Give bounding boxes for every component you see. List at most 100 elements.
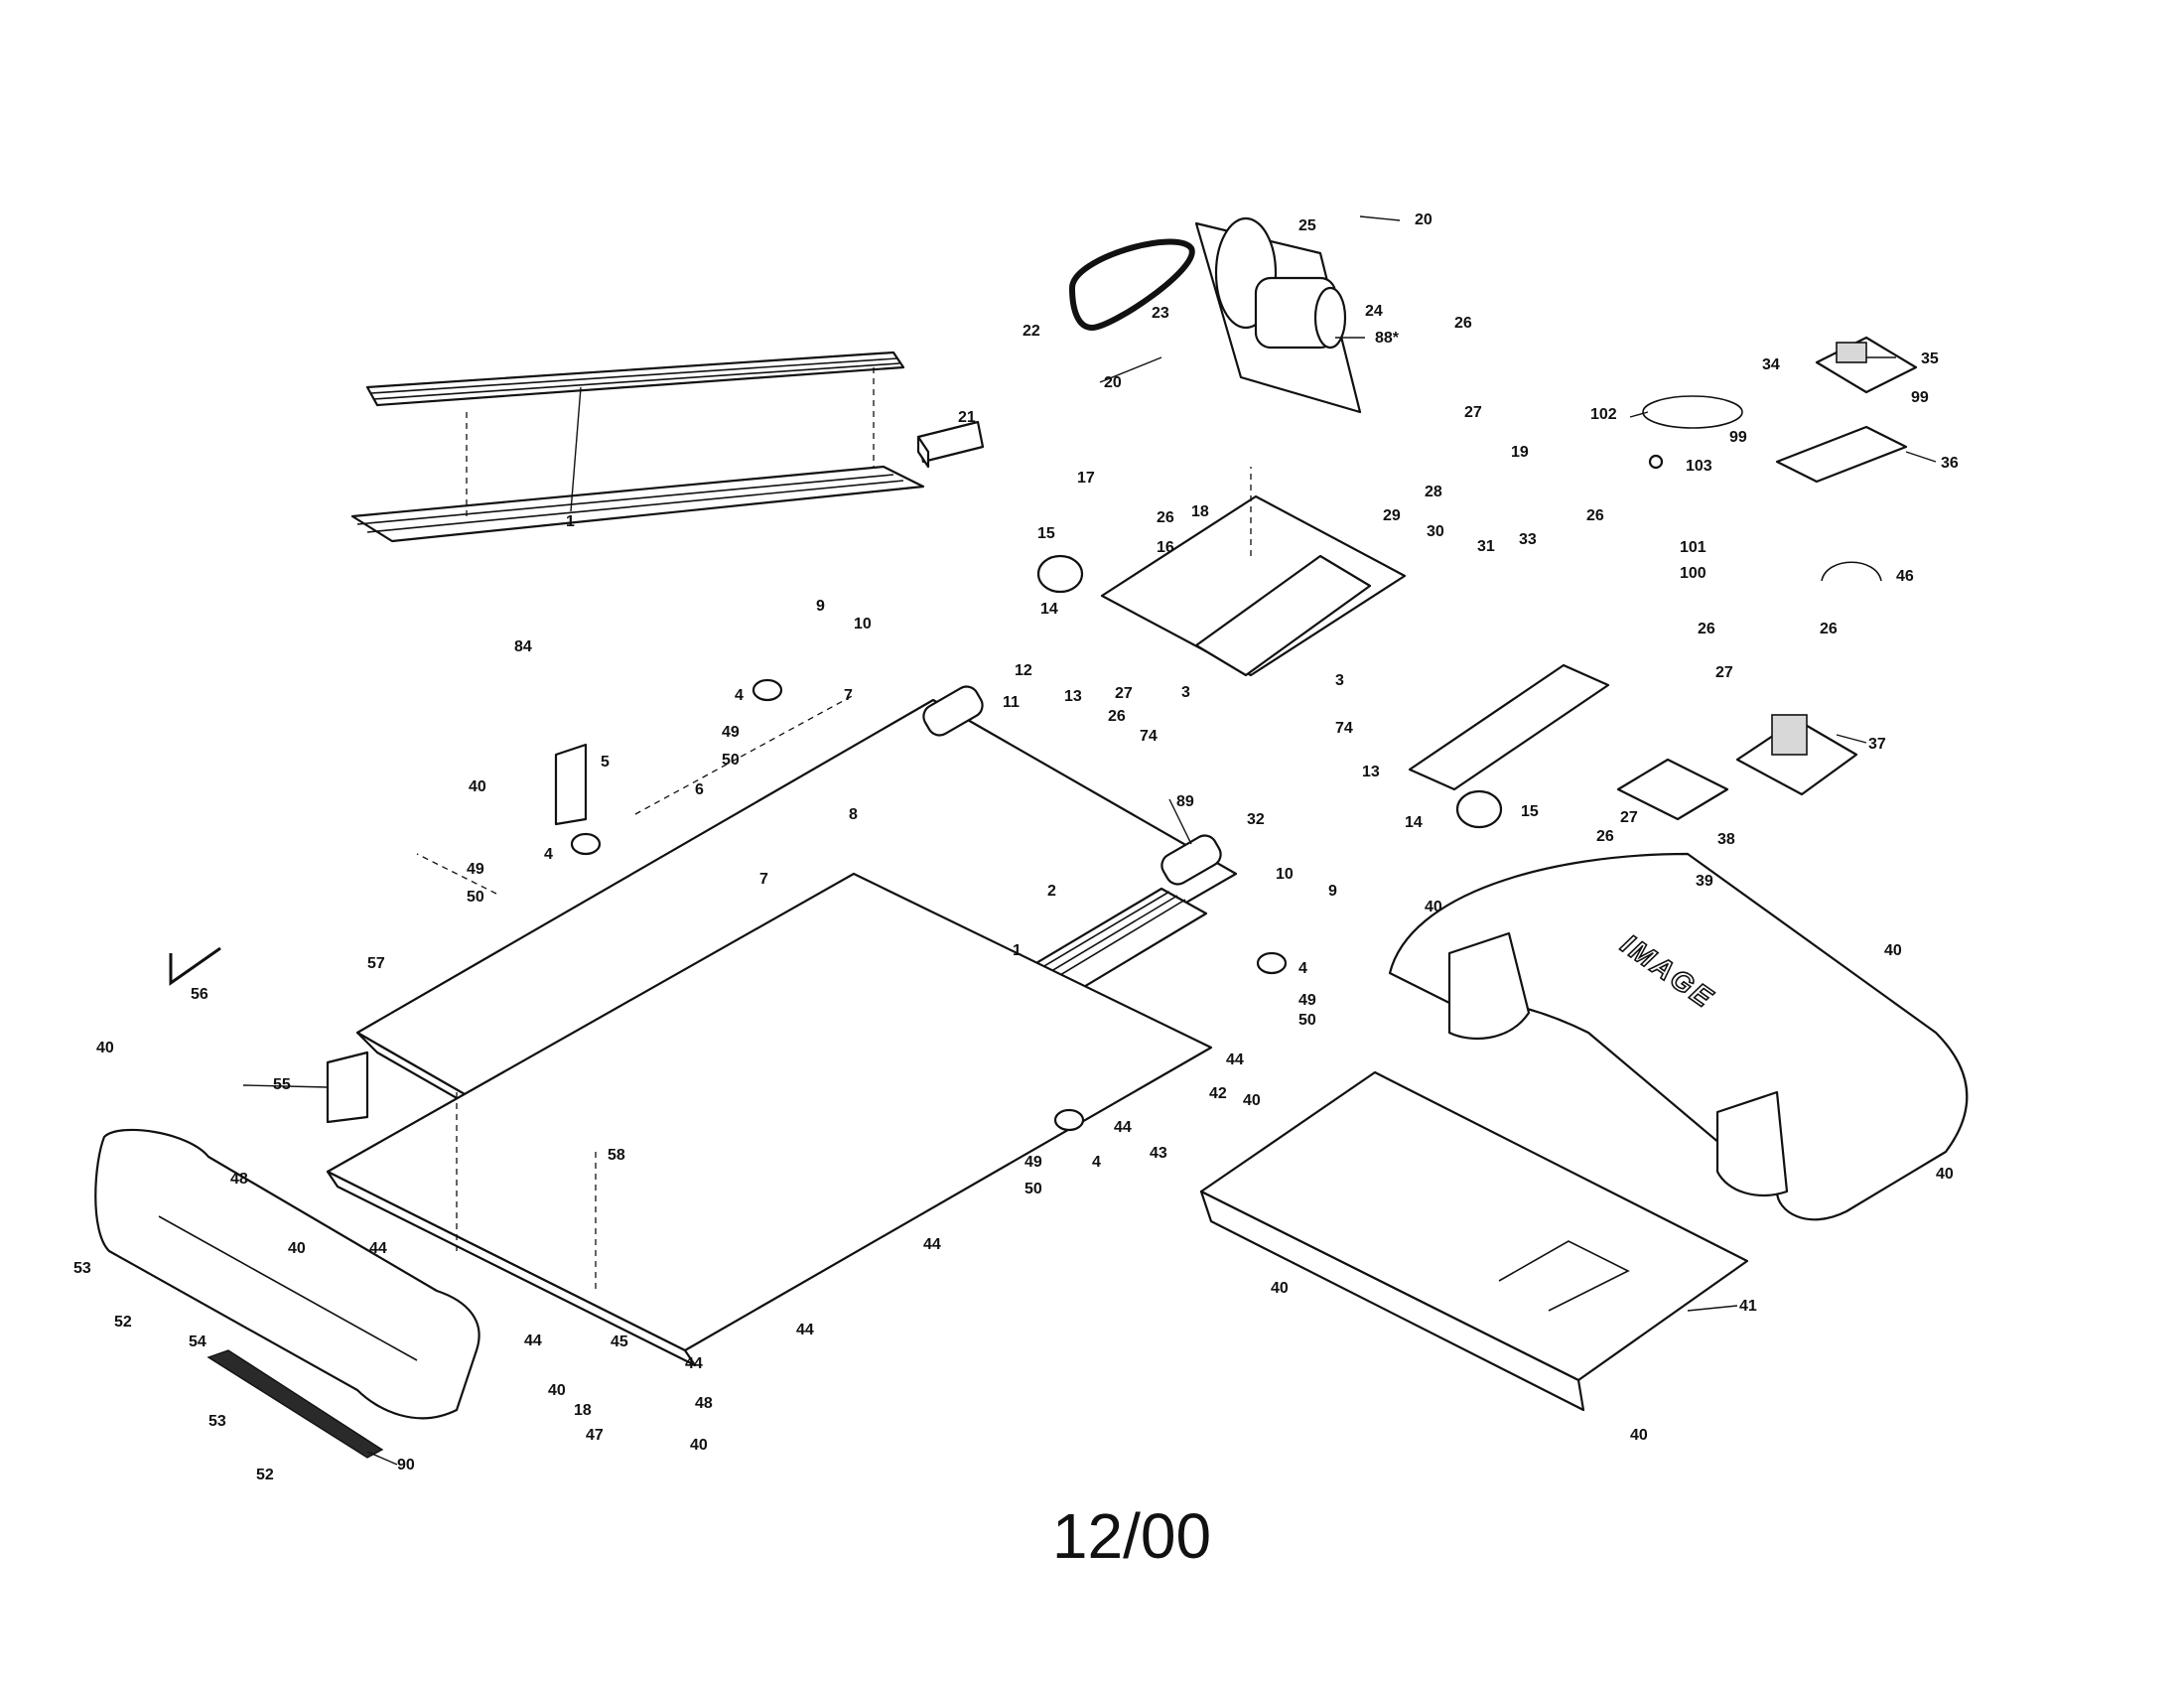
callout-26: 26 [1596, 828, 1614, 845]
callout-1: 1 [1013, 942, 1022, 959]
callout-1: 1 [566, 513, 575, 530]
revision-date: 12/00 [1051, 1500, 1212, 1572]
callout-10: 10 [1276, 866, 1294, 883]
callout-50: 50 [1024, 1181, 1042, 1197]
callout-27: 27 [1620, 809, 1638, 826]
mount-plate-part [1775, 425, 1908, 484]
callout-4: 4 [1298, 960, 1307, 977]
callout-49: 49 [1024, 1154, 1042, 1171]
callout-103: 103 [1686, 458, 1712, 475]
motor-hood-part: IMAGE [1388, 852, 1969, 1221]
callout-99: 99 [1729, 429, 1747, 446]
callout-20: 20 [1415, 211, 1433, 228]
callout-43: 43 [1150, 1145, 1167, 1162]
callout-54: 54 [189, 1333, 206, 1350]
callout-27: 27 [1715, 664, 1733, 681]
callout-26: 26 [1108, 708, 1126, 725]
callout-74: 74 [1335, 720, 1353, 737]
callout-40: 40 [1884, 942, 1902, 959]
callout-2: 2 [1047, 883, 1056, 900]
callout-40: 40 [469, 778, 486, 795]
callout-53: 53 [73, 1260, 91, 1277]
callout-18: 18 [1191, 503, 1209, 520]
callout-19: 19 [1511, 444, 1529, 461]
side-rail-part [350, 351, 925, 543]
callout-38: 38 [1717, 831, 1735, 848]
callout-4: 4 [735, 687, 744, 704]
rectifier-board-part [1735, 714, 1858, 796]
callout-44: 44 [923, 1236, 941, 1253]
callout-49: 49 [722, 724, 740, 741]
isolator-part [570, 678, 1288, 1132]
callout-17: 17 [1077, 470, 1095, 487]
callout-47: 47 [586, 1427, 604, 1444]
end-cap-part [94, 1128, 480, 1420]
callout-37: 37 [1868, 736, 1886, 753]
callout-102: 102 [1590, 406, 1617, 423]
callout-26: 26 [1454, 315, 1472, 332]
callout-34: 34 [1762, 356, 1780, 373]
callout-44: 44 [524, 1333, 542, 1349]
callout-15: 15 [1037, 525, 1055, 542]
callout-15: 15 [1521, 803, 1539, 820]
callout-44: 44 [369, 1240, 387, 1257]
callout-41: 41 [1739, 1298, 1757, 1315]
callout-44: 44 [685, 1355, 703, 1372]
callout-32: 32 [1247, 811, 1265, 828]
callout-7: 7 [759, 871, 768, 888]
callout-48: 48 [230, 1171, 248, 1188]
callout-26: 26 [1698, 621, 1715, 637]
callout-11: 11 [1003, 694, 1020, 711]
callout-40: 40 [1630, 1427, 1648, 1444]
wheel-part [1036, 554, 1503, 829]
callout-84: 84 [514, 638, 532, 655]
callout-40: 40 [548, 1382, 566, 1399]
callout-48: 48 [695, 1395, 713, 1412]
callout-9: 9 [816, 598, 825, 615]
callout-33: 33 [1519, 531, 1537, 548]
callout-4: 4 [1092, 1154, 1101, 1171]
callout-29: 29 [1383, 507, 1401, 524]
callout-42: 42 [1209, 1085, 1227, 1102]
callout-52: 52 [114, 1314, 132, 1331]
callout-35: 35 [1921, 351, 1939, 367]
base-pan-part [1199, 1070, 1749, 1412]
callout-3: 3 [1181, 684, 1190, 701]
callout-12: 12 [1015, 662, 1032, 679]
callout-46: 46 [1896, 568, 1914, 585]
callout-89: 89 [1176, 793, 1194, 810]
callout-90: 90 [397, 1457, 415, 1474]
callout-55: 55 [273, 1076, 291, 1093]
upright-frame-part [1100, 467, 1610, 791]
callout-14: 14 [1040, 601, 1058, 618]
callout-88: 88* [1375, 330, 1400, 347]
callout-58: 58 [608, 1147, 625, 1164]
callout-31: 31 [1477, 538, 1495, 555]
callout-30: 30 [1427, 523, 1444, 540]
callout-7: 7 [844, 687, 853, 704]
callout-52: 52 [256, 1467, 274, 1483]
callout-8: 8 [849, 806, 858, 823]
callout-44: 44 [1226, 1052, 1244, 1068]
callout-6: 6 [695, 781, 704, 798]
callout-27: 27 [1464, 404, 1482, 421]
callout-45: 45 [611, 1333, 628, 1350]
callout-56: 56 [191, 986, 208, 1003]
callout-27: 27 [1115, 685, 1133, 702]
jumper-wire-part [1821, 561, 1882, 582]
callout-24: 24 [1365, 303, 1383, 320]
callout-13: 13 [1362, 764, 1380, 780]
grip-strip-part [206, 1349, 384, 1459]
callout-74: 74 [1140, 728, 1158, 745]
callout-49: 49 [1298, 992, 1316, 1009]
callout-10: 10 [854, 616, 872, 632]
callout-13: 13 [1064, 688, 1082, 705]
callout-3: 3 [1335, 672, 1344, 689]
callout-39: 39 [1696, 873, 1713, 890]
callout-50: 50 [722, 752, 740, 769]
lower-pan-part [326, 872, 1213, 1367]
callout-5: 5 [601, 754, 610, 771]
callout-57: 57 [367, 955, 385, 972]
callout-49: 49 [467, 861, 484, 878]
